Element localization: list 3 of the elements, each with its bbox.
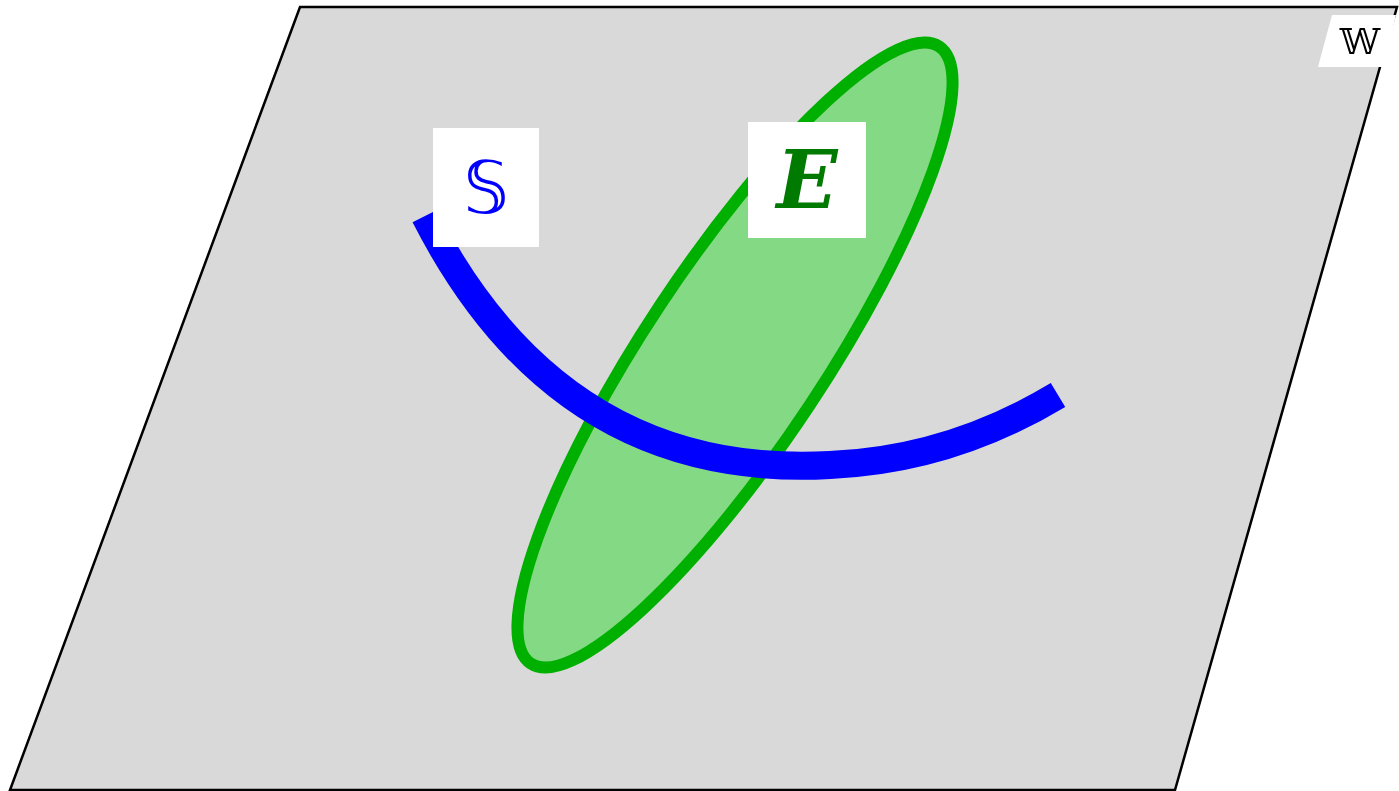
ellipse-label: E	[748, 122, 866, 238]
curve-label: 𝕊	[433, 128, 539, 247]
plane-label: 𝕎	[1318, 15, 1396, 67]
